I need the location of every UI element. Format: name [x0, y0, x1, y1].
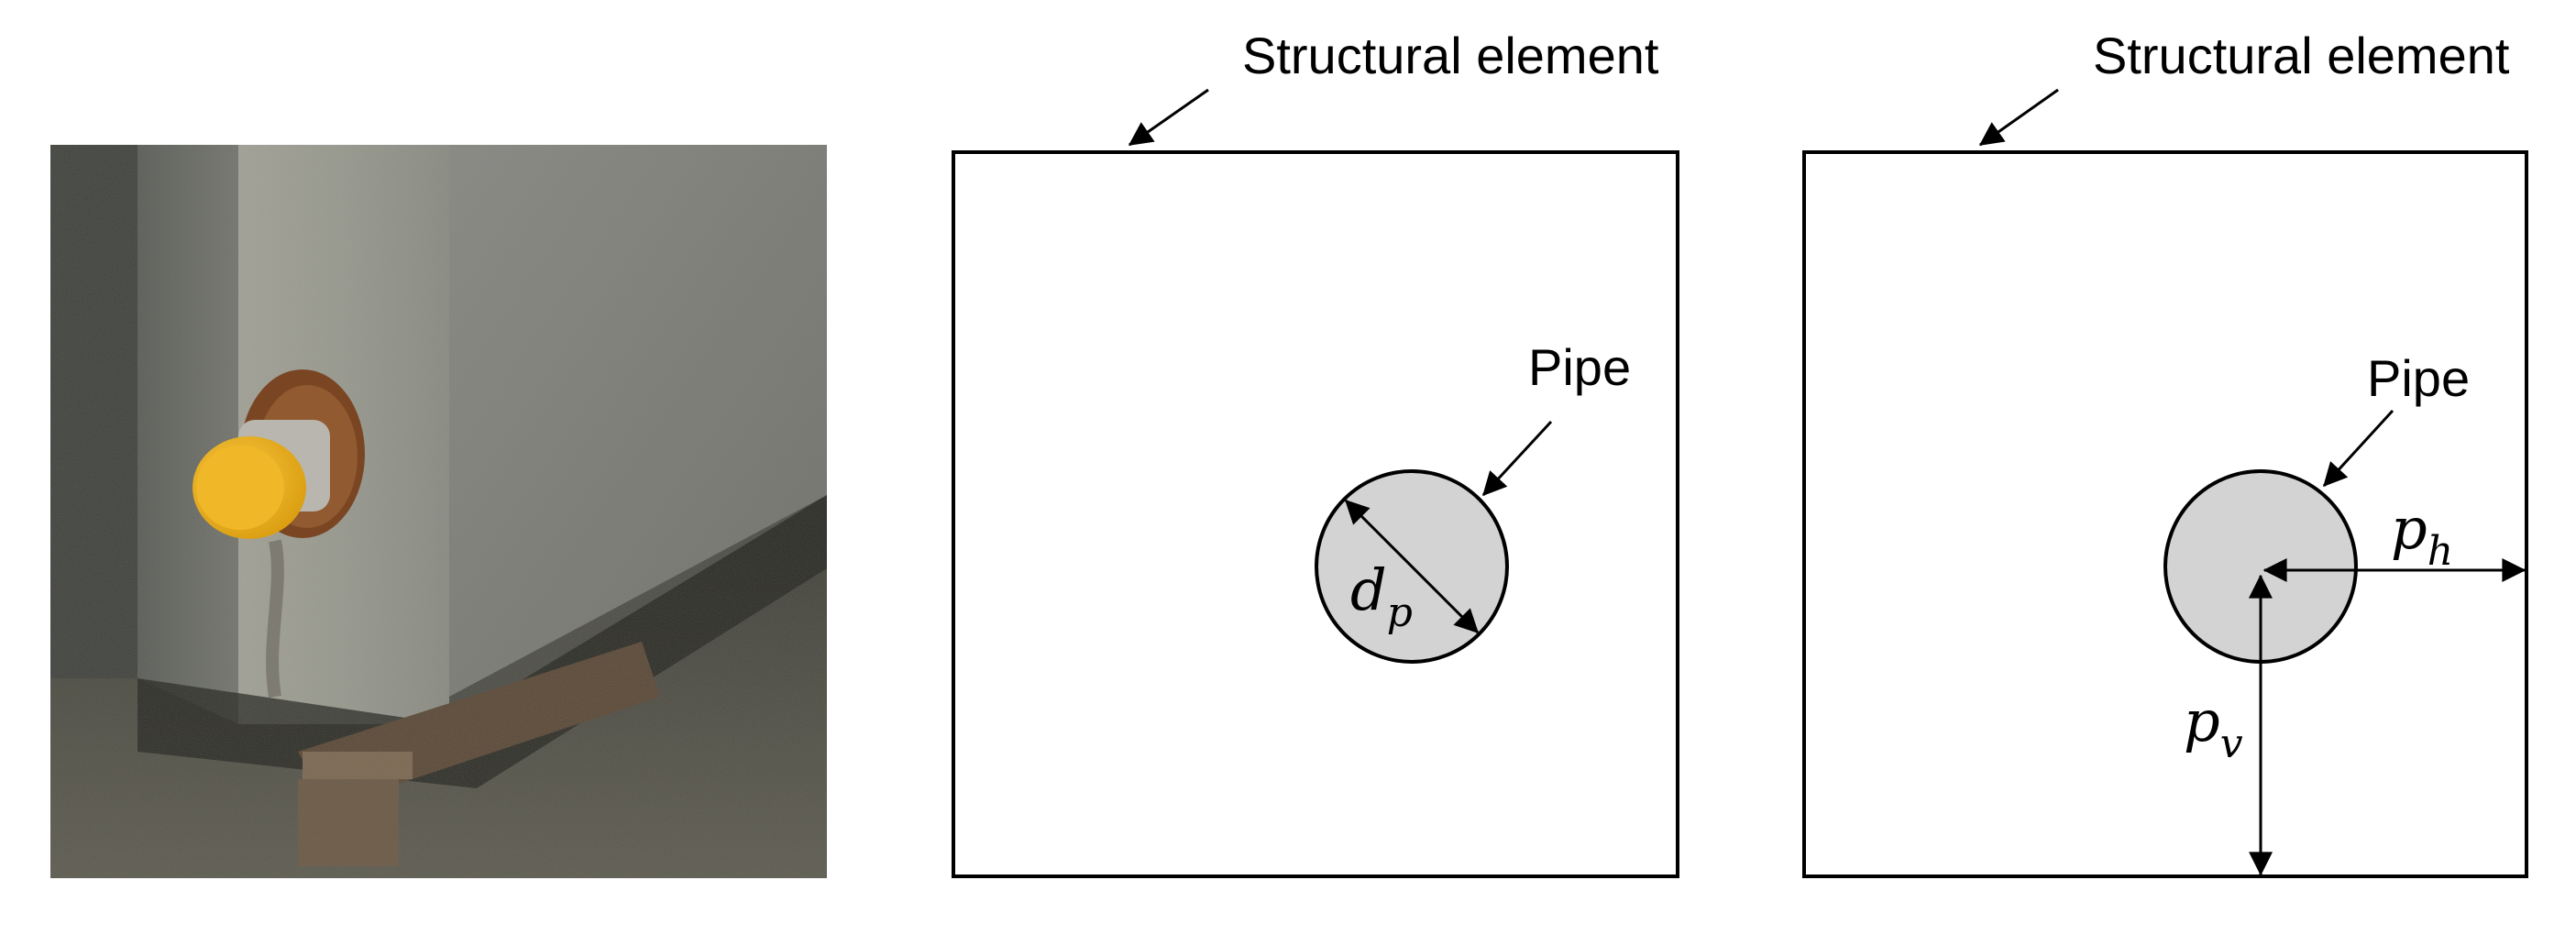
- pipe-label: Pipe: [2367, 349, 2470, 407]
- diameter-dimension-arrow: [1344, 499, 1480, 634]
- diameter-symbol: dp: [1350, 556, 1413, 636]
- photo-pipe-penetration: [50, 145, 827, 878]
- structural-element-frame: [1802, 150, 2528, 878]
- vertical-distance-symbol: pv: [2184, 688, 2243, 767]
- panel-pipe-diameter: Structural element Pipe dp: [952, 27, 1679, 878]
- structural-element-label: Structural element: [1242, 27, 1659, 84]
- pipe-label: Pipe: [1528, 338, 1631, 396]
- structural-element-frame: [952, 150, 1679, 878]
- pipe-arrow: [2322, 409, 2394, 488]
- structural-element-arrow: [1128, 88, 1209, 147]
- pipe-arrow: [1481, 420, 1553, 497]
- panel-pipe-position: Structural element Pipe ph pv: [1802, 27, 2528, 878]
- horizontal-distance-symbol: ph: [2391, 495, 2453, 575]
- structural-element-label: Structural element: [2093, 27, 2510, 84]
- structural-element-arrow: [1978, 88, 2059, 147]
